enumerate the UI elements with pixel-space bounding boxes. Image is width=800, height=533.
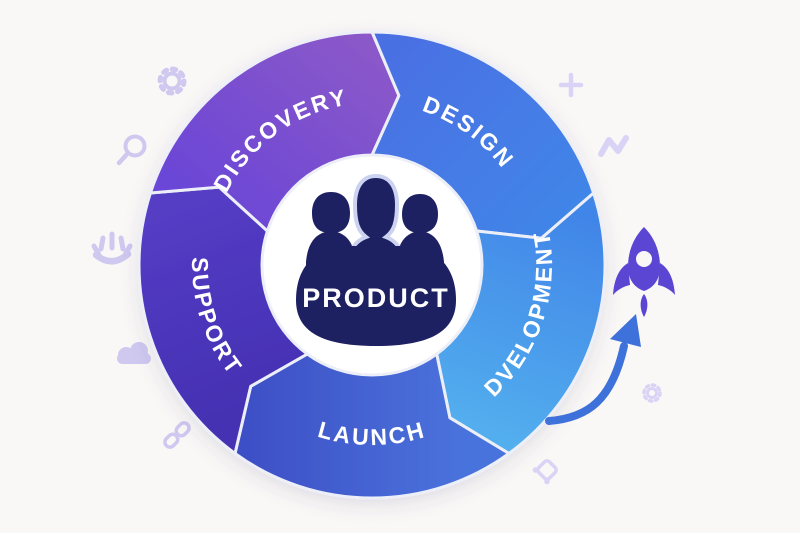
wheel-segment-discovery bbox=[148, 30, 401, 233]
zigzag-icon bbox=[598, 135, 629, 157]
wheel-segment-support bbox=[137, 185, 309, 455]
rocket-window bbox=[636, 251, 652, 267]
cloud-icon bbox=[117, 342, 151, 364]
small-gear-icon bbox=[642, 383, 662, 403]
plus-icon bbox=[558, 72, 584, 98]
gear-icon bbox=[157, 66, 187, 96]
search-icon bbox=[116, 134, 147, 166]
growth-arrow-icon bbox=[545, 314, 641, 425]
sparkle-diamond-icon bbox=[532, 459, 558, 485]
people-icon: PRODUCT bbox=[296, 173, 456, 346]
wheel-segment-development bbox=[435, 191, 607, 455]
rocket-fin-left bbox=[613, 263, 630, 295]
people-base-blob bbox=[296, 246, 456, 346]
hand-icon bbox=[91, 231, 133, 265]
decorative-icons bbox=[91, 66, 662, 485]
center-label: PRODUCT bbox=[302, 283, 450, 313]
link-icon bbox=[163, 421, 191, 449]
wheel-segment-design bbox=[370, 30, 596, 240]
wheel-segment-launch bbox=[233, 352, 511, 500]
rocket-flame bbox=[640, 294, 648, 317]
rocket-fin-right bbox=[658, 263, 675, 295]
rocket-icon bbox=[613, 227, 675, 317]
